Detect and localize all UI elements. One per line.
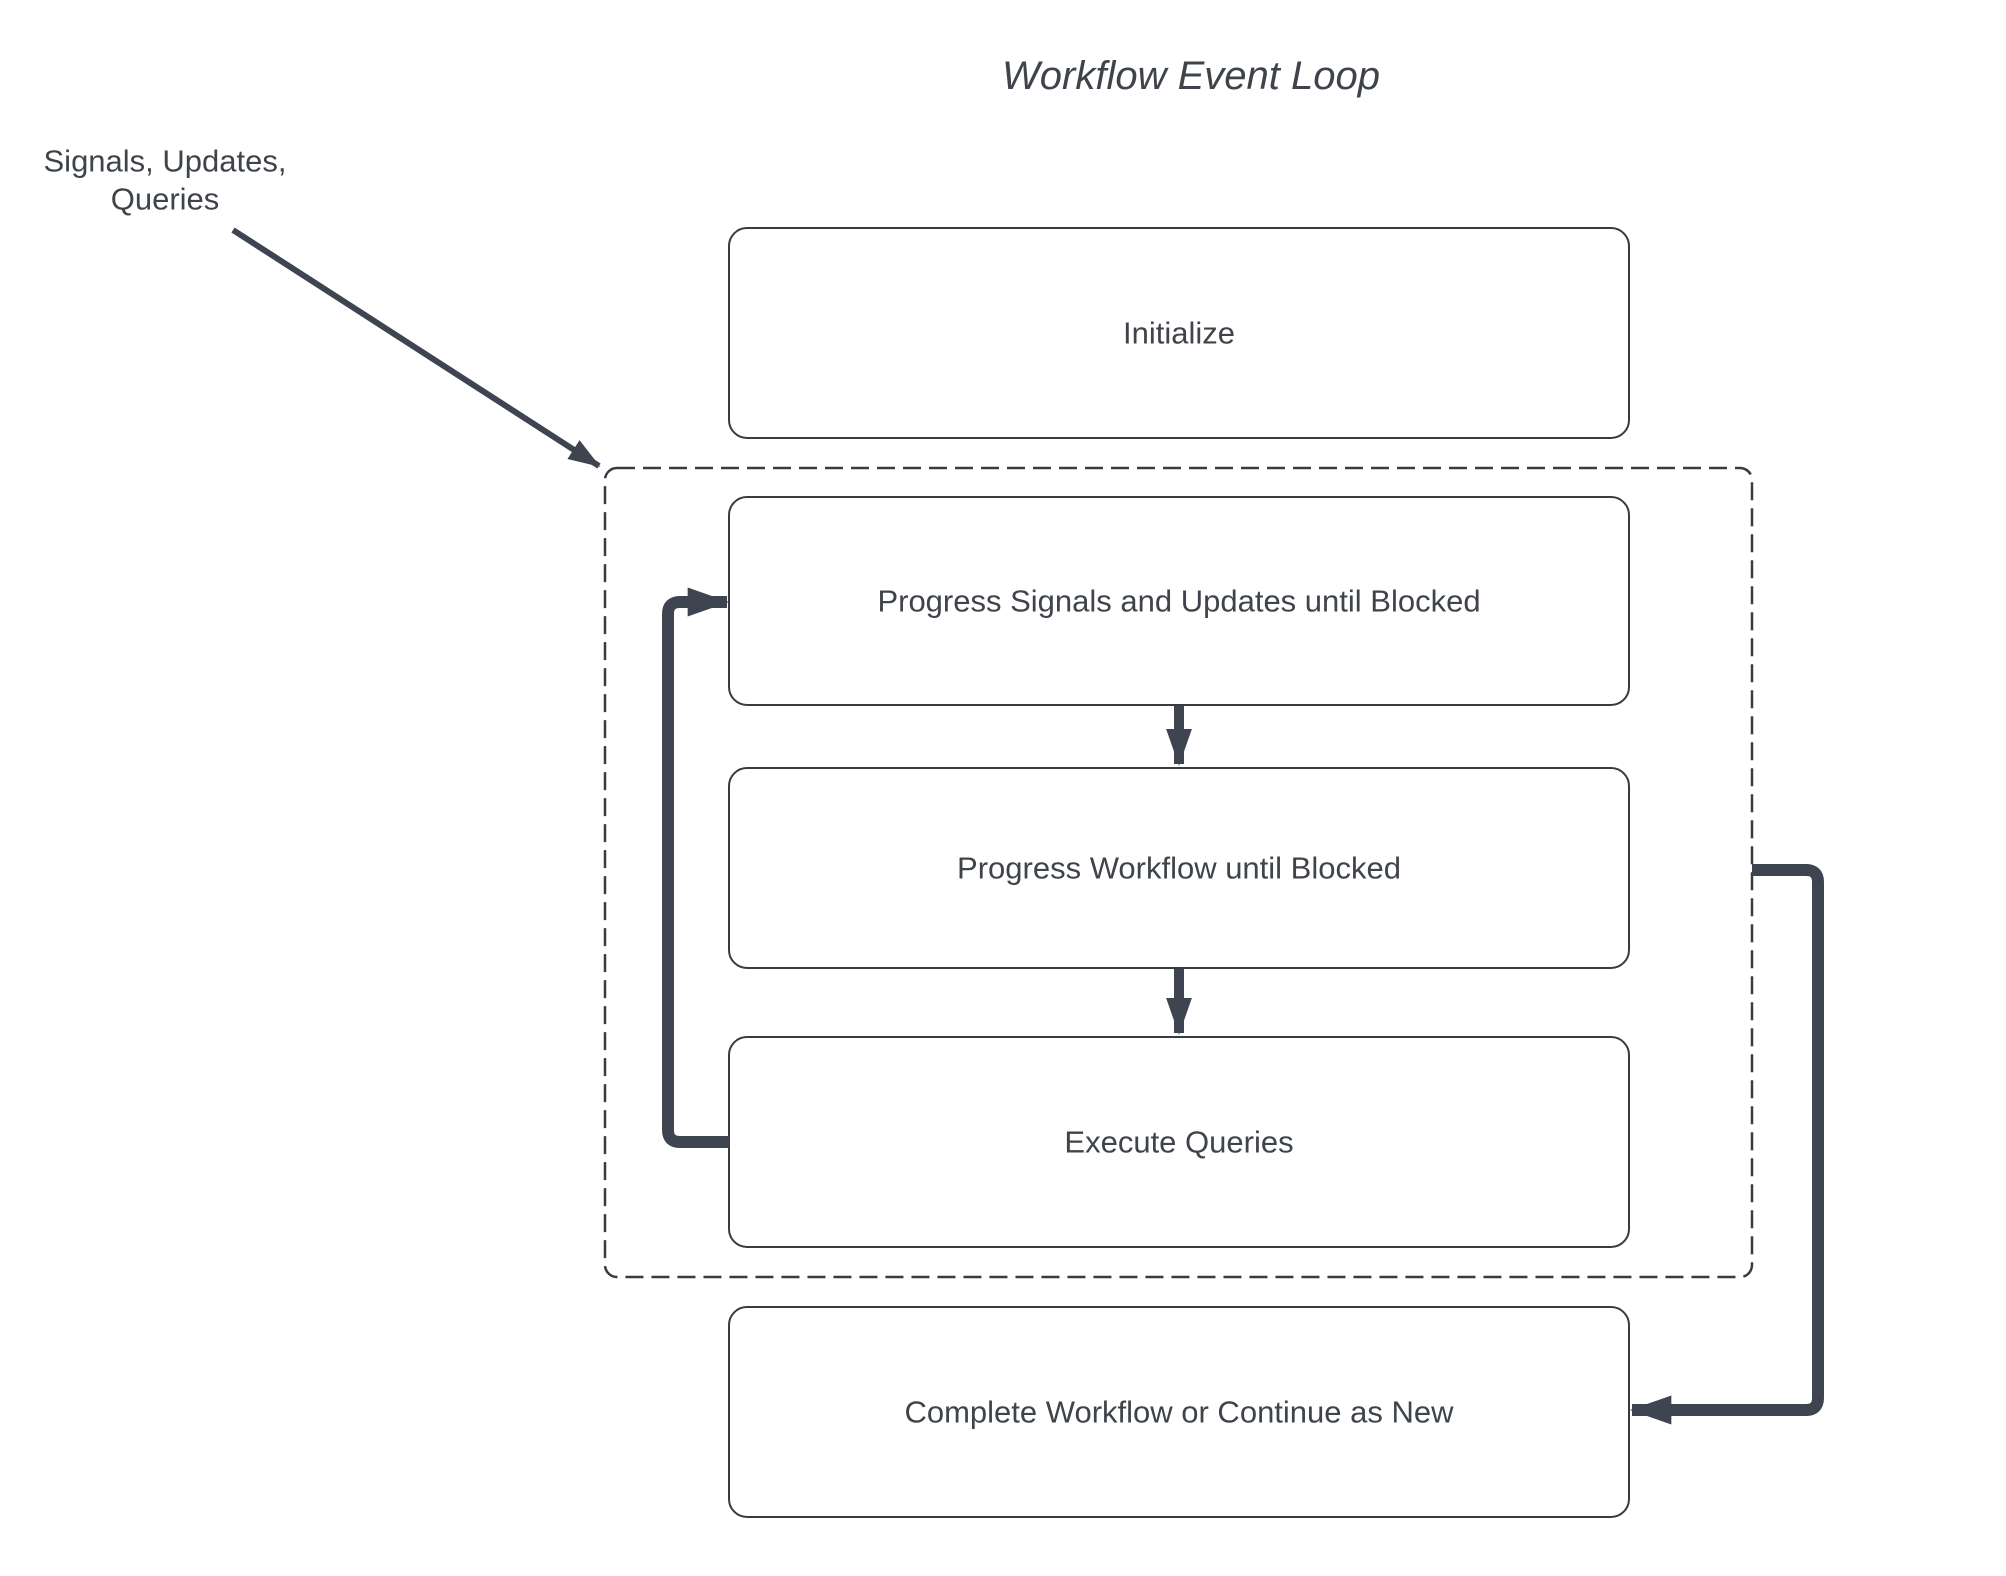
node-complete-workflow: [728, 1306, 1630, 1518]
node-complete-workflow-label: Complete Workflow or Continue as New: [904, 1395, 1454, 1430]
node-initialize-label: Initialize: [1123, 316, 1235, 351]
node-progress-workflow: [728, 767, 1630, 969]
arrow-queries-loopback-to-signals: [662, 587, 730, 1148]
node-execute-queries-label: Execute Queries: [1064, 1125, 1293, 1160]
arrow-loop-to-complete-workflow: [1629, 864, 1824, 1425]
annotation-signals-updates-line2: Queries: [111, 182, 220, 217]
annotation-signals-updates-line1: Signals, Updates,: [44, 144, 287, 179]
node-progress-workflow-label: Progress Workflow until Blocked: [957, 851, 1401, 886]
node-initialize: [728, 227, 1630, 439]
arrow-annotation-to-event-loop: [231, 227, 601, 469]
diagram-title: Workflow Event Loop: [1002, 54, 1380, 98]
node-progress-signals-label: Progress Signals and Updates until Block…: [877, 584, 1480, 619]
